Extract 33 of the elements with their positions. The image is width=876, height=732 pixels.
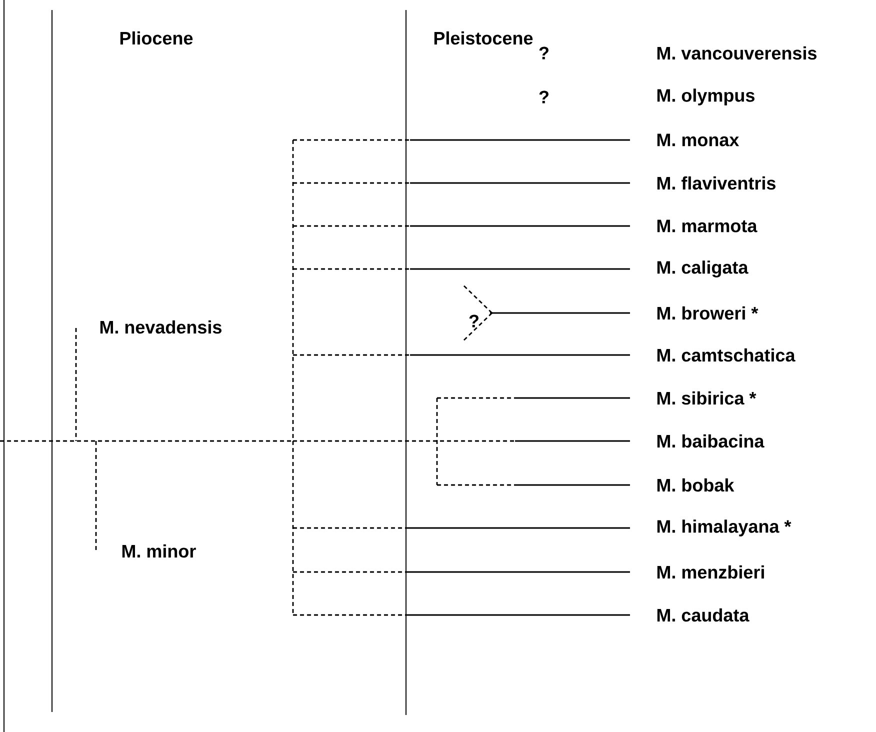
branch-line (405, 571, 630, 573)
branch-line (410, 225, 630, 227)
text-label: Pliocene (120, 31, 193, 45)
species-label: M. caudata (657, 608, 750, 622)
species-label: M. sibirica * (657, 391, 756, 405)
species-label: M. monax (657, 134, 740, 146)
branch-line (490, 312, 630, 314)
species-label: M. flaviventris (657, 176, 776, 190)
branch-line (515, 484, 630, 486)
branch-line (515, 440, 630, 442)
branch-line (405, 614, 630, 616)
branch-line (410, 268, 630, 270)
branch-line (405, 527, 630, 529)
species-label: M. camtschatica (657, 348, 796, 362)
text-label: M. vancouverensis (657, 46, 816, 60)
species-label: M. broweri * (657, 306, 758, 320)
species-label: M. bobak (657, 478, 734, 492)
species-label: M. baibacina (657, 434, 764, 448)
text-label: M. minor (122, 544, 196, 558)
species-label: M. menzbieri (657, 565, 764, 579)
text-label: ? (469, 314, 478, 328)
branch-line (410, 354, 630, 356)
species-label: M. marmota (657, 220, 758, 232)
species-label: M. caligata (657, 260, 748, 278)
branch-line (410, 139, 630, 141)
text-label: ? (539, 90, 548, 104)
branch-line (515, 397, 630, 399)
text-label: Pleistocene (434, 31, 533, 45)
text-label: ? (539, 46, 548, 60)
text-label: M. nevadensis (100, 320, 222, 334)
branch-line (410, 182, 630, 184)
text-label: M. olympus (657, 88, 754, 106)
species-label: M. himalayana * (657, 520, 792, 536)
